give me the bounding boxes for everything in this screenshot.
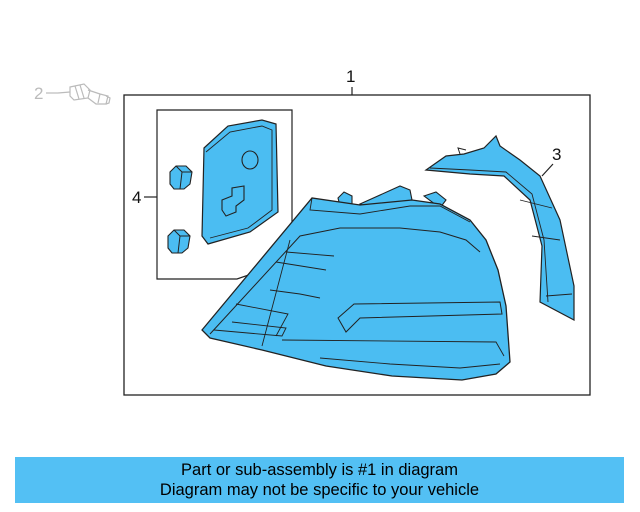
nut-lower-icon: [167, 229, 191, 254]
assembly-frame: [123, 94, 591, 396]
nut-upper-icon: [169, 165, 193, 190]
banner-line-2: Diagram may not be specific to your vehi…: [159, 481, 480, 499]
info-banner: Part or sub-assembly is #1 in diagram Di…: [15, 457, 624, 503]
callout-3-label: 3: [552, 145, 561, 164]
parts-diagram: 1 2 4: [34, 67, 591, 396]
callout-1-label: 1: [346, 67, 355, 86]
screw-part-2: 2: [34, 83, 111, 105]
tail-lamp-assembly: [201, 185, 511, 381]
screw-icon: [57, 83, 111, 105]
callout-4-label: 4: [132, 188, 141, 207]
trim-bracket-part-3: [424, 134, 575, 321]
banner-line-1: Part or sub-assembly is #1 in diagram: [181, 461, 458, 479]
callout-2-label: 2: [34, 84, 43, 103]
callout-3-leader: [541, 163, 554, 177]
plate-hole: [241, 150, 259, 170]
plate-connector-slot: [221, 185, 245, 217]
gasket-plate: [201, 119, 279, 245]
